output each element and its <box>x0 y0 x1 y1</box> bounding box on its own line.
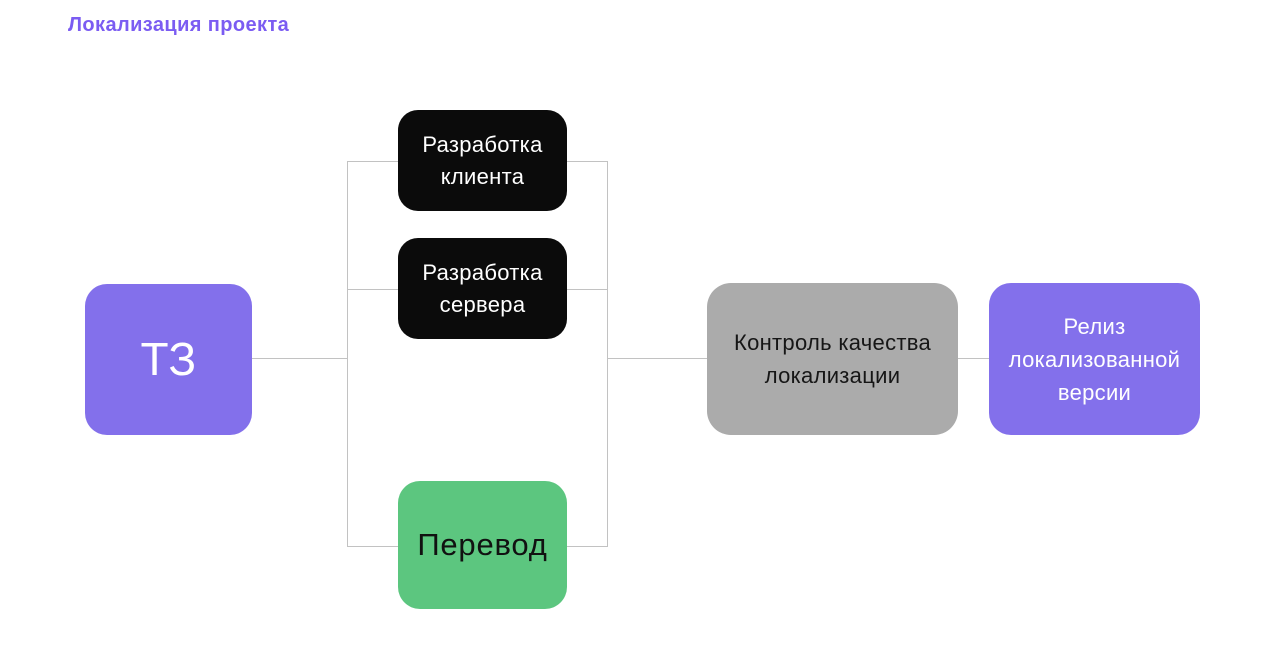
node-localization-qa: Контроль качества локализации <box>707 283 958 435</box>
node-client-development-label: Разработка клиента <box>422 131 543 189</box>
node-translation: Перевод <box>398 481 567 609</box>
node-localized-release: Релиз локализованной версии <box>989 283 1200 435</box>
node-server-development: Разработка сервера <box>398 238 567 339</box>
node-translation-label: Перевод <box>417 526 548 562</box>
connector-bracket-to-qa <box>607 358 707 359</box>
connector-bracket-right-vertical <box>607 161 608 547</box>
page-title: Локализация проекта <box>68 14 290 36</box>
connector-qa-to-release <box>958 358 990 359</box>
node-localization-qa-label: Контроль качества локализации <box>733 330 932 388</box>
node-spec-label: ТЗ <box>140 333 197 386</box>
node-client-development: Разработка клиента <box>398 110 567 211</box>
connector-spec-to-bracket <box>252 358 348 359</box>
node-server-development-label: Разработка сервера <box>422 259 543 317</box>
node-spec: ТЗ <box>85 284 252 435</box>
node-localized-release-label: Релиз локализованной версии <box>1008 313 1181 405</box>
connector-bracket-left-vertical <box>347 161 348 547</box>
